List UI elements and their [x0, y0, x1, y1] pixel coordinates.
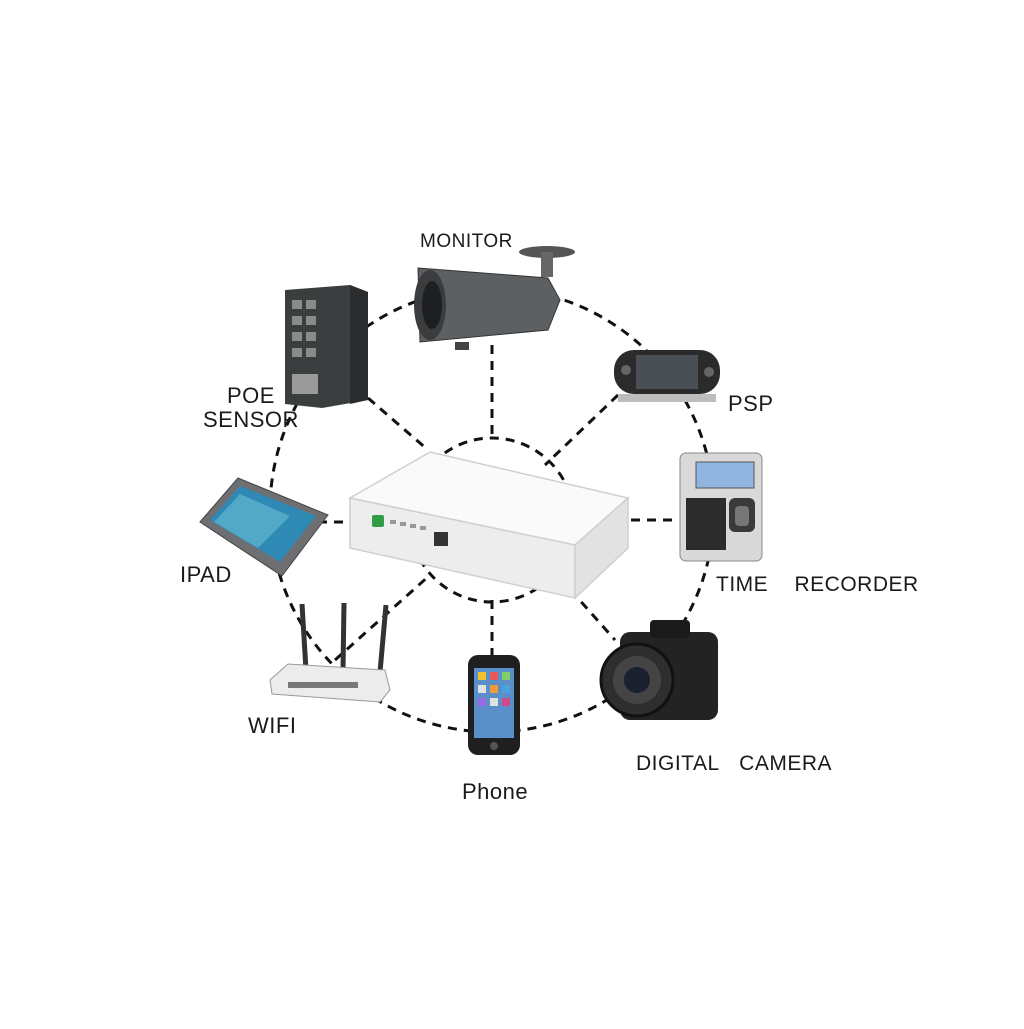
hub-power-led-icon [372, 515, 384, 527]
hub-usb-port-icon [434, 532, 448, 546]
spoke-poe [367, 396, 429, 452]
tablet-icon [199, 477, 329, 577]
smartphone-icon [468, 655, 520, 755]
network-switch-icon [285, 285, 368, 408]
label-digital-camera: DIGITAL CAMERA [636, 752, 833, 775]
label-phone: Phone [462, 779, 529, 804]
label-poe-line1: POE [226, 383, 275, 408]
label-poe-line2: SENSOR [203, 407, 299, 432]
label-ipad: IPAD [180, 562, 232, 587]
spoke-camera [558, 577, 617, 641]
label-wifi: WIFI [248, 713, 297, 738]
security-camera-icon [414, 246, 575, 350]
spoke-psp [543, 393, 620, 467]
label-psp: PSP [728, 391, 774, 416]
time-clock-icon [679, 452, 763, 562]
label-poe-sensor: POE SENSOR [203, 384, 299, 432]
label-time-recorder: TIME RECORDER [716, 573, 919, 596]
wifi-router-icon [269, 602, 391, 703]
dslr-camera-icon [599, 620, 718, 720]
hub-device [347, 451, 630, 600]
label-monitor: MONITOR [420, 231, 513, 252]
game-console-icon [614, 350, 720, 402]
spoke-wifi [333, 573, 432, 662]
